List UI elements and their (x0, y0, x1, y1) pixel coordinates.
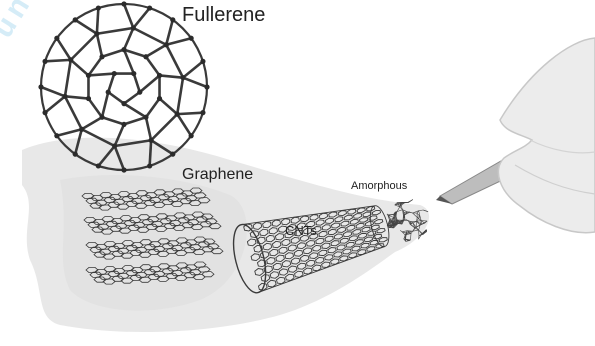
graphene-sheet (83, 211, 222, 235)
graphene-label: Graphene (182, 166, 254, 183)
graphene-sheet (85, 261, 215, 285)
graphene-sheets (81, 187, 224, 285)
graphene-sheet (85, 236, 224, 260)
fullerene-label: Fullerene (182, 4, 266, 26)
graphene-sheet (81, 187, 211, 211)
cnts-label: CNTs (285, 223, 317, 238)
carbon-nanotube (232, 205, 390, 294)
hand-holding-pencil-icon (436, 37, 595, 234)
amorphous-label: Amorphous (351, 180, 408, 192)
amorphous-carbon-cluster (386, 199, 429, 242)
fullerene-molecule (38, 1, 210, 173)
